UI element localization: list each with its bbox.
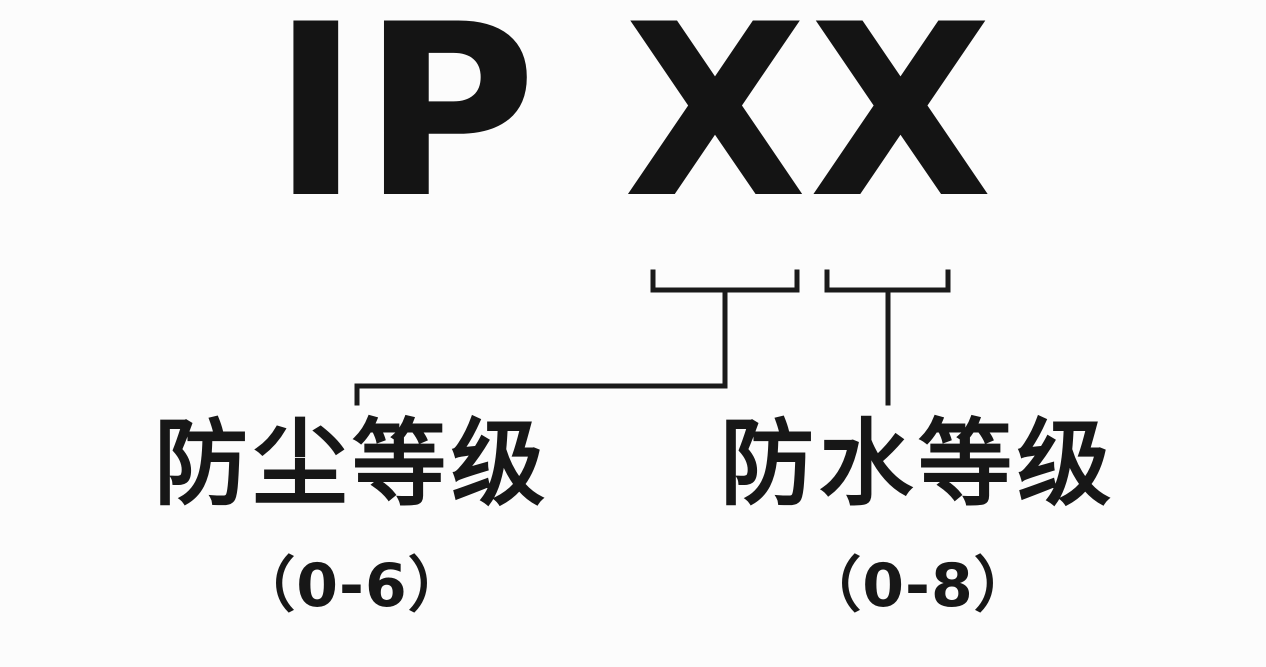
water-rating-label: 防水等级 [719,410,1116,519]
dust-rating-range: （0-6） [235,550,469,621]
water-connector-line [824,269,951,406]
ip-code-title: IP XX [271,0,995,251]
dust-rating-label-block: 防尘等级 （0-6） [152,410,552,624]
dust-connector-line [354,269,800,406]
water-rating-label-block: 防水等级 （0-8） [718,410,1118,624]
dust-rating-label: 防尘等级 [153,410,550,519]
water-rating-range: （0-8） [801,550,1035,621]
